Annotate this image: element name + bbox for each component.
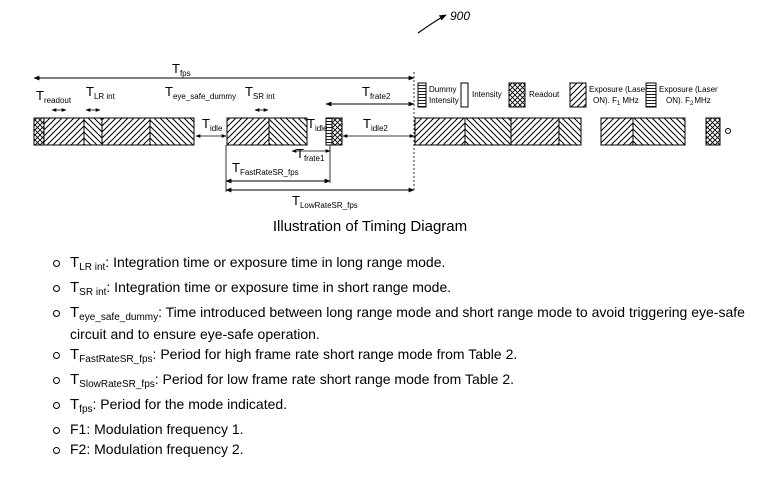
block-f2-exposure xyxy=(464,117,512,146)
label-t-idle2: Tidle2 xyxy=(363,116,388,133)
block-f2-exposure xyxy=(558,117,582,146)
legend-label-dummy: Dummy xyxy=(429,85,457,94)
block-f1-exposure xyxy=(600,117,634,146)
legend-swatch-f1-exposure xyxy=(569,82,587,108)
legend-label-f1-line1: Exposure (Laser xyxy=(589,85,648,94)
frame-group-5 xyxy=(600,117,686,146)
label-t-eye-safe-dummy: Teye_safe_dummy xyxy=(165,84,236,101)
label-t-sr-int: TSR int xyxy=(245,84,276,101)
block-f2-exposure xyxy=(83,117,103,146)
svg-text:900: 900 xyxy=(450,9,470,23)
label-t-fps: Tfps xyxy=(172,61,191,78)
definition-item: F2: Modulation frequency 2. xyxy=(52,441,752,458)
definition-item: Teye_safe_dummy: Time introduced between… xyxy=(52,304,752,343)
block-dummy-intensity xyxy=(325,117,333,146)
label-t-lowratesr-fps: TLowRateSR_fps xyxy=(292,193,358,210)
frame-group-6 xyxy=(705,117,731,146)
block-f1-exposure xyxy=(414,117,466,146)
frame-group-2 xyxy=(226,117,308,146)
legend-label-f2-line2: ON). F2MHz xyxy=(666,96,711,107)
svg-text:Tfps: Tfps xyxy=(172,61,191,78)
label-t-idle-2nd: Tidle xyxy=(307,116,328,133)
legend-label-dummy-intensity: Intensity xyxy=(429,96,459,105)
legend: Dummy Intensity Intensity Readout Exposu… xyxy=(417,82,718,108)
block-f2-exposure xyxy=(632,117,686,146)
definition-item: TLR int: Integration time or exposure ti… xyxy=(52,254,752,276)
block-readout xyxy=(705,117,721,146)
continuation-mark xyxy=(725,128,731,134)
legend-swatch-intensity xyxy=(460,82,469,108)
timing-diagram: 900 Tfps Treadout TLR int Teye_safe_dumm… xyxy=(33,9,731,235)
block-f1-exposure xyxy=(43,117,85,146)
label-t-fastratesr-fps: TFastRateSR_fps xyxy=(232,160,299,177)
frame-group-4 xyxy=(414,117,582,146)
label-t-readout: Treadout xyxy=(36,88,72,105)
definition-item: TSlowRateSR_fps: Period for low frame ra… xyxy=(52,371,752,393)
definition-item: F1: Modulation frequency 1. xyxy=(52,421,752,438)
definitions-list: TLR int: Integration time or exposure ti… xyxy=(52,254,752,461)
label-t-frate2: Tfrate2 xyxy=(362,84,391,101)
legend-swatch-dummy-intensity xyxy=(417,82,427,108)
label-t-idle: Tidle xyxy=(202,116,223,133)
block-f2-exposure xyxy=(268,117,308,146)
label-t-lr-int: TLR int xyxy=(86,84,116,101)
legend-label-readout: Readout xyxy=(529,90,560,99)
definition-item: TSR int: Integration time or exposure ti… xyxy=(52,279,752,301)
legend-swatch-readout xyxy=(508,82,526,108)
legend-label-f2-line1: Exposure (Laser xyxy=(659,85,718,94)
frame-group-1 xyxy=(33,117,195,146)
block-readout xyxy=(33,117,45,146)
block-f1-exposure xyxy=(226,117,270,146)
block-f1-exposure xyxy=(101,117,151,146)
figure-caption: Illustration of Timing Diagram xyxy=(273,218,467,235)
legend-label-intensity: Intensity xyxy=(472,90,502,99)
definition-item: TFastRateSR_fps: Period for high frame r… xyxy=(52,346,752,368)
label-t-frate1: Tfrate1 xyxy=(296,146,325,163)
legend-swatch-f2-exposure xyxy=(645,82,657,108)
block-readout xyxy=(331,117,343,146)
frame-group-3 xyxy=(325,117,343,146)
reference-number-900: 900 xyxy=(417,9,470,34)
definition-item: Tfps: Period for the mode indicated. xyxy=(52,396,752,418)
block-f2-exposure xyxy=(149,117,195,146)
block-f1-exposure xyxy=(510,117,560,146)
